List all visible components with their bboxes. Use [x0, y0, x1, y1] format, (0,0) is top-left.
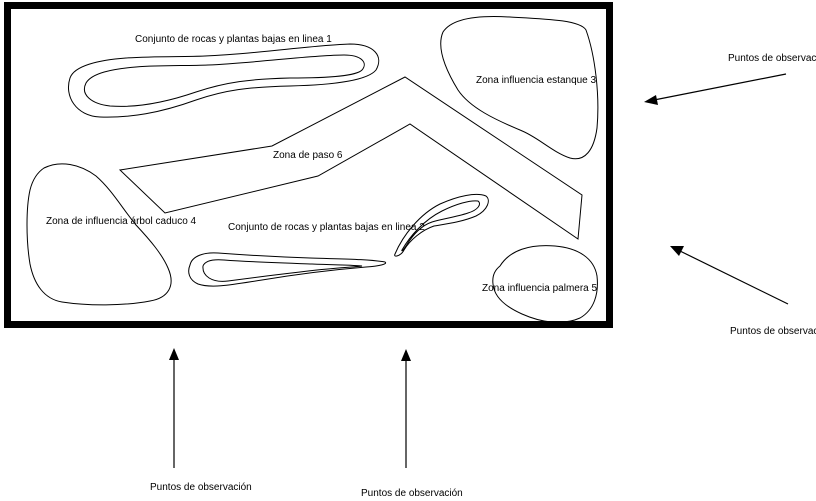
zone-path-6: Zona de paso 6 [118, 76, 583, 240]
zone-path-6-label: Zona de paso 6 [273, 150, 343, 161]
zone-rocks-1: Conjunto de rocas y plantas bajas en lin… [68, 34, 380, 118]
zone-tree-4: Zona de influencia árbol caduco 4 [26, 163, 197, 306]
observation-arrow-right-top-head [644, 95, 658, 105]
zone-rocks-1-label: Conjunto de rocas y plantas bajas en lin… [135, 34, 332, 45]
observation-point-bottom-center: Puntos de observación [361, 349, 463, 499]
zone-palm-5: Zona influencia palmera 5 [482, 245, 598, 323]
observation-point-bottom-left: Puntos de observación [150, 348, 252, 493]
observation-label-right-top: Puntos de observación [728, 53, 816, 64]
observation-label-right-bottom: Puntos de observación [730, 326, 816, 337]
observation-arrow-bottom-left-head [169, 348, 179, 360]
zone-rocks-2-label: Conjunto de rocas y plantas bajas en lin… [228, 222, 425, 233]
zone-tree-4-label: Zona de influencia árbol caduco 4 [46, 216, 197, 227]
observation-arrow-right-top-shaft [653, 73, 787, 101]
zone-tree-4-outline [26, 163, 172, 306]
zone-rocks-2-outer-outline [188, 252, 387, 287]
zone-rocks-2-right-outer-outline [394, 193, 489, 257]
zone-palm-5-label: Zona influencia palmera 5 [482, 283, 598, 294]
zone-pond-3-outline [440, 15, 599, 160]
zone-palm-5-outline [492, 245, 598, 323]
observation-label-bottom-center: Puntos de observación [361, 488, 463, 499]
observation-label-bottom-left: Puntos de observación [150, 482, 252, 493]
zone-rocks-2: Conjunto de rocas y plantas bajas en lin… [188, 193, 489, 287]
observation-point-right-bottom: Puntos de observación [670, 246, 816, 337]
zone-rocks-1-outer-outline [68, 43, 380, 118]
observation-point-right-top: Puntos de observación [644, 53, 816, 105]
zone-pond-3: Zona influencia estanque 3 [440, 15, 599, 160]
garden-boundary [4, 2, 613, 328]
zone-pond-3-label: Zona influencia estanque 3 [476, 75, 597, 86]
zone-rocks-2-right-inner-outline [401, 200, 481, 252]
zone-rocks-1-inner-outline [84, 54, 365, 107]
zone-rocks-2-inner-outline [202, 259, 363, 282]
zone-path-6-outline [118, 76, 583, 240]
observation-arrow-right-bottom-shaft [679, 250, 789, 305]
observation-arrow-right-bottom-head [670, 246, 684, 256]
observation-arrow-bottom-center-head [401, 349, 411, 361]
